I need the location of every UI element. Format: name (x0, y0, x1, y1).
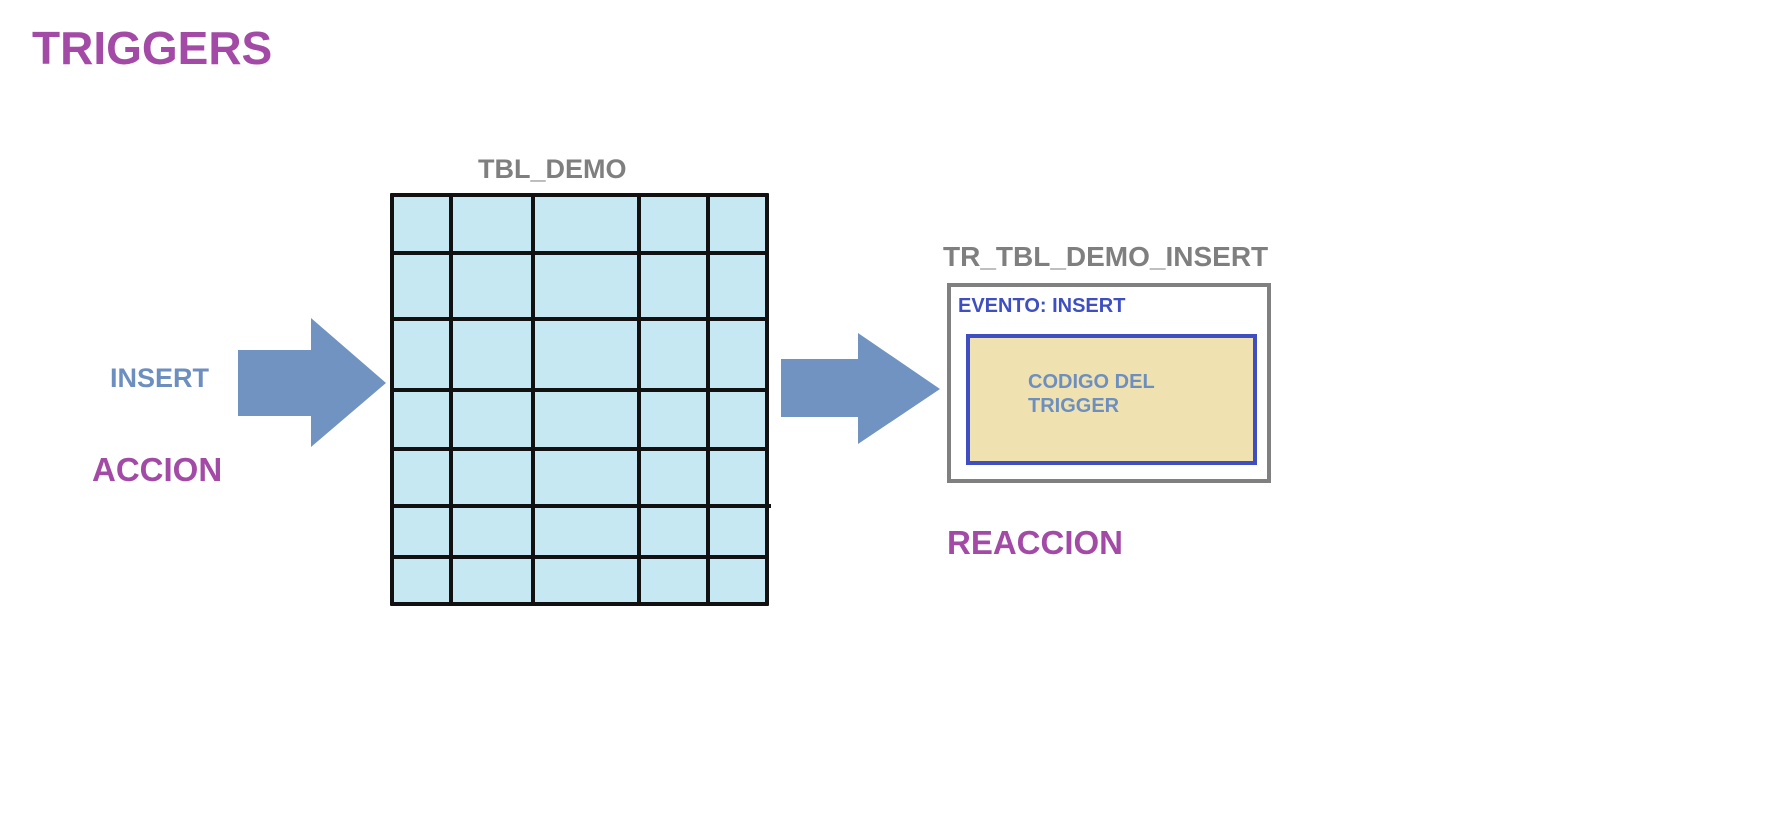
trigger-name: TR_TBL_DEMO_INSERT (943, 241, 1269, 272)
page-title: TRIGGERS (32, 22, 273, 74)
trigger-event-label: EVENTO: INSERT (958, 295, 1126, 317)
reaction-arrow (781, 333, 940, 444)
action-event-label: INSERT (110, 363, 210, 393)
trigger-code-label: CODIGO DEL TRIGGER (1028, 371, 1155, 417)
table-background (392, 195, 767, 604)
trigger-code-box (966, 334, 1257, 465)
action-arrow (238, 318, 386, 447)
table-title: TBL_DEMO (478, 154, 627, 184)
table-grid (390, 193, 771, 606)
reaction-label: REACCION (947, 524, 1124, 561)
action-label: ACCION (92, 451, 223, 488)
